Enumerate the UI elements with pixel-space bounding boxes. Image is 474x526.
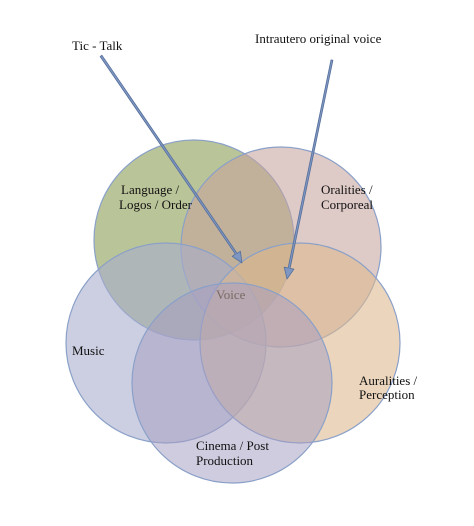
- intrautero-label: Intrautero original voice: [255, 31, 382, 46]
- tic-talk-label: Tic - Talk: [72, 38, 123, 53]
- intrautero-arrow: [283, 59, 334, 280]
- tic-talk-arrow: [99, 54, 243, 264]
- cinema-label-line1: Cinema / Post: [196, 438, 269, 453]
- music-label: Music: [72, 343, 105, 358]
- oralities-label-line1: Oralities /: [321, 182, 373, 197]
- oralities-label-line2: Corporeal: [321, 197, 373, 212]
- language-label-line1: Language /: [121, 182, 180, 197]
- circles-group: [65, 139, 401, 484]
- language-label-line2: Logos / Order: [119, 197, 193, 212]
- voice-center-label: Voice: [216, 287, 246, 302]
- cinema-label-line2: Production: [196, 453, 254, 468]
- auralities-label-line1: Auralities /: [359, 373, 418, 388]
- auralities-label-line2: Perception: [359, 387, 415, 402]
- arrows-group: [99, 54, 334, 280]
- circle-cinema: [131, 282, 333, 484]
